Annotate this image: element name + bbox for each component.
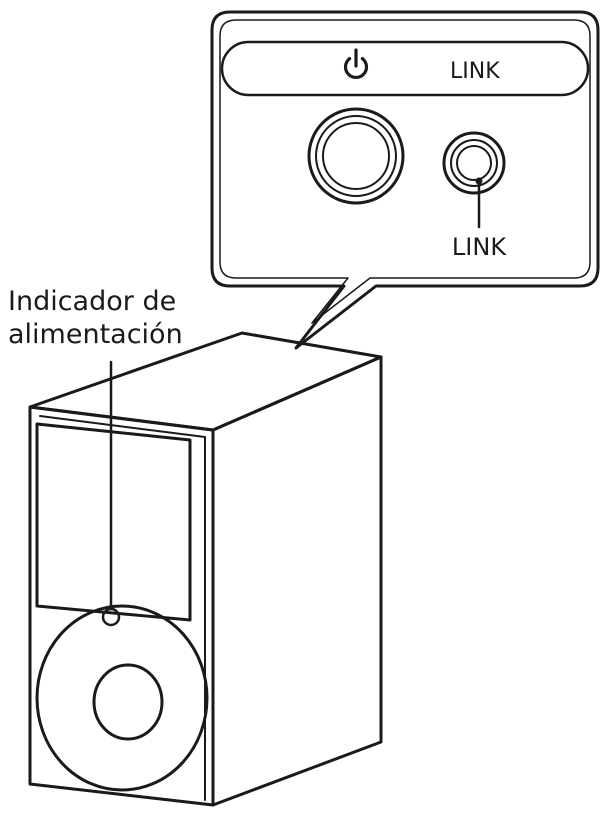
strip-link-label: LINK	[450, 59, 500, 84]
cabinet-front-face	[28, 405, 215, 807]
indicator-label-line1: Indicador de	[8, 286, 176, 317]
cabinet-front-bevel	[39, 415, 206, 438]
link-button-label: LINK	[452, 233, 507, 261]
callout-outline-inner	[219, 19, 591, 324]
link-leader-dot	[475, 177, 483, 185]
control-strip	[220, 40, 590, 97]
power-button	[307, 107, 405, 205]
callout-bubble	[210, 10, 600, 350]
woofer-outer	[35, 604, 209, 792]
indicator-label-line2: alimentación	[8, 319, 183, 350]
speaker-cabinet	[28, 331, 383, 807]
power-icon	[343, 48, 369, 80]
tweeter-panel	[35, 422, 192, 622]
cabinet-side-face	[211, 355, 383, 807]
woofer-inner	[92, 663, 164, 741]
callout-outline	[210, 10, 600, 350]
link-button	[442, 131, 506, 195]
